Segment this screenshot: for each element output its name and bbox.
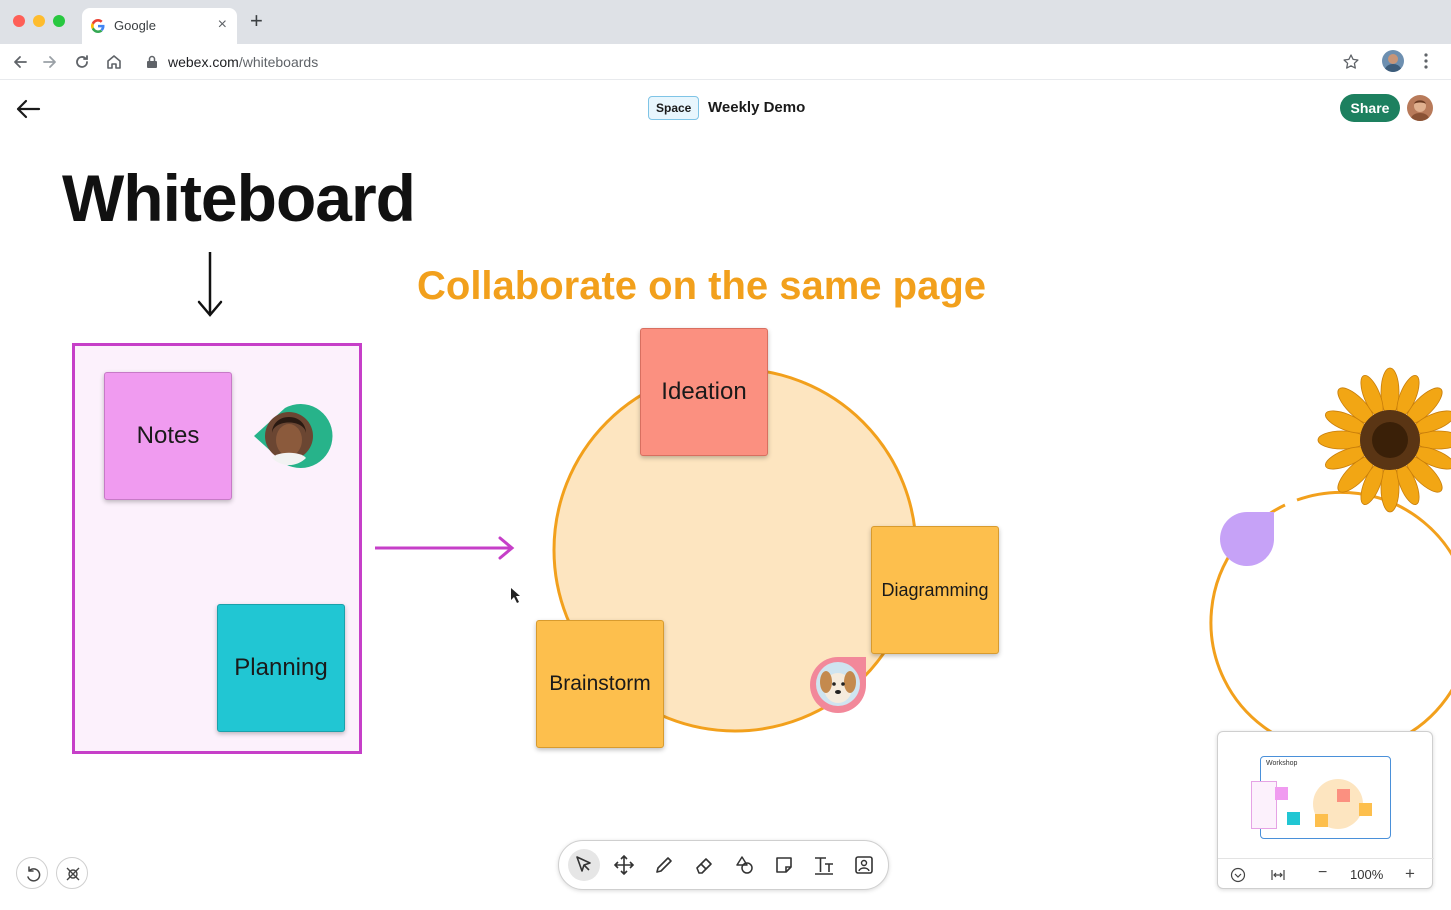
minimap-notes bbox=[1275, 787, 1288, 800]
clear-icon bbox=[66, 867, 80, 881]
maximize-window-button[interactable] bbox=[53, 15, 65, 27]
move-icon bbox=[613, 854, 635, 876]
reload-icon[interactable] bbox=[72, 52, 92, 72]
home-icon[interactable] bbox=[104, 52, 124, 72]
forward-icon[interactable] bbox=[40, 52, 60, 72]
fit-to-screen-icon[interactable] bbox=[1270, 867, 1286, 883]
pen-icon bbox=[656, 857, 672, 873]
minimap-ideation bbox=[1337, 789, 1350, 802]
back-arrow-icon[interactable] bbox=[14, 96, 42, 122]
minimap-group bbox=[1251, 781, 1277, 829]
minimap-label: Workshop bbox=[1266, 760, 1298, 767]
browser-tab[interactable]: Google × bbox=[82, 8, 237, 44]
browser-menu-icon[interactable] bbox=[1420, 52, 1432, 70]
zoom-controls: − 100% + bbox=[1218, 858, 1434, 890]
share-button[interactable]: Share bbox=[1340, 94, 1400, 122]
browser-address-bar: webex.com/whiteboards bbox=[0, 44, 1451, 80]
down-arrow bbox=[197, 252, 223, 317]
eraser-tool-button[interactable] bbox=[688, 849, 720, 881]
sticky-note-icon bbox=[776, 857, 792, 873]
tab-close-icon[interactable]: × bbox=[217, 16, 227, 33]
shapes-icon bbox=[736, 856, 753, 874]
meeting-title: Weekly Demo bbox=[708, 99, 806, 116]
whiteboard-title[interactable]: Whiteboard bbox=[62, 161, 416, 235]
undo-button[interactable] bbox=[16, 857, 48, 889]
close-window-button[interactable] bbox=[13, 15, 25, 27]
star-icon[interactable] bbox=[1342, 53, 1360, 71]
collaborate-heading[interactable]: Collaborate on the same page bbox=[417, 264, 987, 308]
minimap-diagramming bbox=[1359, 803, 1372, 816]
back-icon[interactable] bbox=[10, 52, 30, 72]
pen-tool-button[interactable] bbox=[648, 849, 680, 881]
undo-icon bbox=[27, 866, 41, 882]
clear-board-button[interactable] bbox=[56, 857, 88, 889]
space-badge[interactable]: Space bbox=[648, 96, 700, 120]
url-field[interactable]: webex.com/whiteboards bbox=[134, 48, 1374, 76]
select-tool-button[interactable] bbox=[568, 849, 600, 881]
sticky-note-diagramming[interactable]: Diagramming bbox=[871, 526, 999, 654]
browser-profile-avatar[interactable] bbox=[1382, 50, 1404, 72]
lock-icon bbox=[147, 55, 157, 68]
connector-arrow[interactable] bbox=[375, 536, 515, 560]
select-icon bbox=[576, 856, 591, 872]
shapes-tool-button[interactable] bbox=[728, 849, 760, 881]
url-path: /whiteboards bbox=[238, 54, 319, 70]
mouse-pointer-icon bbox=[511, 588, 520, 603]
pan-tool-button[interactable] bbox=[608, 849, 640, 881]
sticky-note-ideation[interactable]: Ideation bbox=[640, 328, 768, 456]
sticky-note-brainstorm[interactable]: Brainstorm bbox=[536, 620, 664, 748]
sticky-note-tool-button[interactable] bbox=[768, 849, 800, 881]
new-tab-button[interactable]: + bbox=[250, 8, 263, 33]
url-host: webex.com bbox=[168, 54, 239, 70]
browser-tab-bar: Google × + bbox=[0, 0, 1451, 44]
minimize-window-button[interactable] bbox=[33, 15, 45, 27]
url-text: webex.com/whiteboards bbox=[168, 54, 318, 70]
zoom-level: 100% bbox=[1350, 867, 1384, 882]
minimap-viewport[interactable]: Workshop bbox=[1251, 756, 1391, 839]
minimap-toggle-icon[interactable] bbox=[1230, 867, 1246, 883]
whiteboard-toolbar bbox=[558, 840, 889, 890]
text-tool-button[interactable] bbox=[808, 849, 840, 881]
user-avatar[interactable] bbox=[1407, 95, 1433, 121]
text-icon bbox=[815, 857, 833, 875]
minimap-panel: Workshop − 100% + bbox=[1217, 731, 1434, 890]
image-tool-button[interactable] bbox=[848, 849, 880, 881]
google-favicon-icon bbox=[91, 19, 105, 33]
zoom-in-button[interactable]: + bbox=[1405, 864, 1415, 883]
sticky-note-notes[interactable]: Notes bbox=[104, 372, 232, 500]
eraser-icon bbox=[696, 858, 712, 874]
collaborator-cursor-purple bbox=[1220, 512, 1274, 566]
minimap-brainstorm bbox=[1315, 814, 1328, 827]
zoom-out-button[interactable]: − bbox=[1318, 864, 1328, 881]
minimap-planning bbox=[1287, 812, 1300, 825]
tab-title: Google bbox=[114, 18, 156, 33]
sticky-note-planning[interactable]: Planning bbox=[217, 604, 345, 732]
image-icon bbox=[855, 856, 873, 874]
